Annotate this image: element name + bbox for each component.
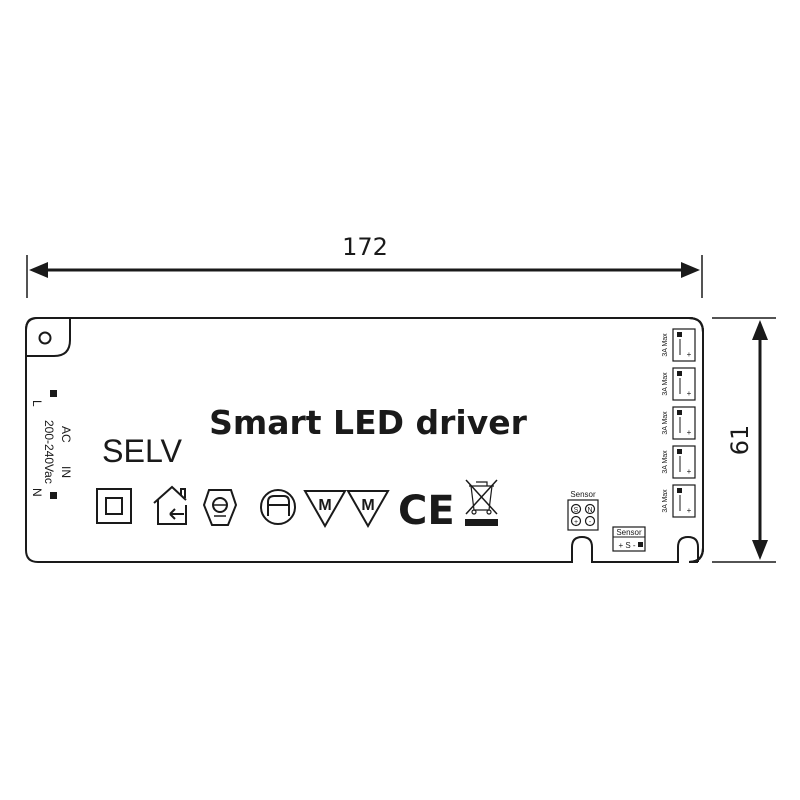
output-terminal-box (672, 406, 696, 440)
output-connector: +3A Max (662, 445, 696, 479)
furniture-mounting-icon-a: M (303, 490, 347, 529)
output-minus-marker (677, 332, 682, 337)
width-dimension: 172 (26, 233, 703, 298)
output-rating-label: 3A Max (662, 411, 669, 435)
label-in: IN (59, 466, 73, 478)
output-plus-label: + (687, 506, 692, 515)
output-minus-marker (677, 410, 682, 415)
output-terminal-box (672, 484, 696, 518)
device-title: Smart LED driver (209, 403, 528, 442)
double-insulation-icon (96, 488, 132, 524)
sensor-connector-top: Sensor S N + - (567, 490, 599, 531)
output-connector: +3A Max (662, 367, 696, 401)
output-minus-marker (677, 371, 682, 376)
weee-bin-icon (465, 479, 498, 526)
selv-label: SELV (102, 433, 183, 469)
sensor-minus-pin: - (589, 519, 592, 526)
sensor-top-label: Sensor (570, 490, 596, 499)
output-rating-label: 3A Max (662, 489, 669, 513)
output-terminal-box (672, 445, 696, 479)
output-rating-label: 3A Max (662, 450, 669, 474)
output-connector: +3A Max (662, 484, 696, 518)
furniture-mounting-icon-b: M (346, 490, 390, 529)
output-rating-label: 3A Max (662, 372, 669, 396)
input-terminal-labels: L 200-240Vac AC IN N (30, 390, 73, 499)
output-plus-label: + (687, 389, 692, 398)
terminal-n-marker (50, 492, 57, 499)
motor-a-label: M (318, 497, 331, 514)
height-dimension: 61 (712, 317, 776, 563)
terminal-l-marker (50, 390, 57, 397)
output-connector: +3A Max (662, 406, 696, 440)
output-terminal-box (672, 367, 696, 401)
device-body (25, 317, 704, 563)
output-rating-label: 3A Max (662, 333, 669, 357)
output-terminal-box (672, 328, 696, 362)
sensor-connector-bottom: Sensor + S - (612, 526, 646, 552)
output-connectors: +3A Max+3A Max+3A Max+3A Max+3A Max (662, 328, 696, 518)
height-label: 61 (726, 425, 754, 456)
short-circuit-proof-icon (260, 489, 296, 525)
sensor-n-pin: N (587, 507, 592, 514)
output-plus-label: + (687, 350, 692, 359)
output-minus-marker (677, 449, 682, 454)
ce-mark-icon: CE (398, 488, 455, 534)
sensor-bottom-pins: + S - (618, 541, 635, 550)
certification-symbols: M M CE (96, 479, 498, 534)
voltage-label: 200-240Vac (42, 420, 56, 484)
sensor-plus-pin: + (574, 519, 578, 526)
label-l: L (30, 400, 44, 407)
safety-transformer-icon (202, 489, 238, 526)
sensor-s-pin: S (574, 507, 579, 514)
motor-b-label: M (361, 497, 374, 514)
output-plus-label: + (687, 467, 692, 476)
sensor-bottom-label: Sensor (616, 528, 642, 537)
label-ac: AC (59, 426, 73, 443)
indoor-use-icon (153, 485, 187, 525)
label-n: N (30, 488, 44, 497)
output-plus-label: + (687, 428, 692, 437)
output-connector: +3A Max (662, 328, 696, 362)
width-label: 172 (342, 233, 388, 261)
mounting-hole-icon (38, 331, 52, 345)
output-minus-marker (677, 488, 682, 493)
